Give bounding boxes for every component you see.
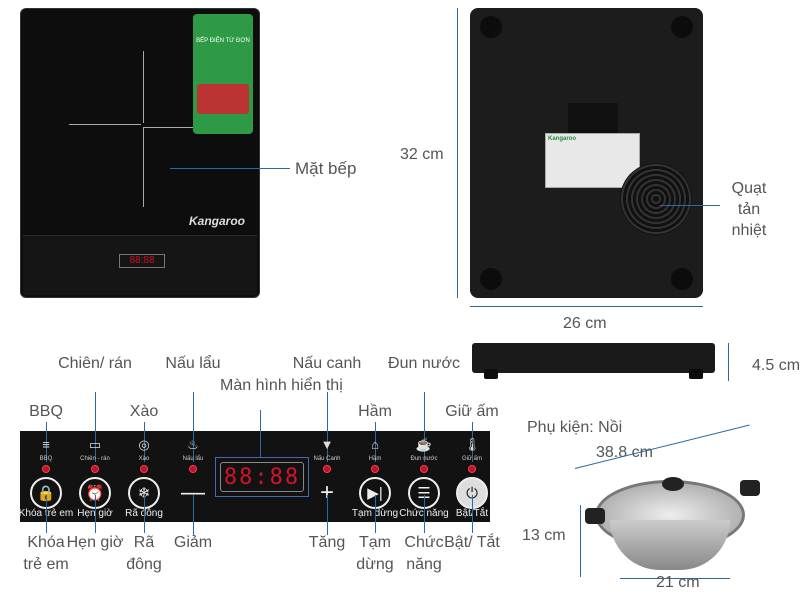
mode-label: Nấu Canh [313,456,341,462]
power-icon: ⏻ [466,484,478,502]
callout-mode: Chiên/ rán [58,355,132,372]
menu-icon: ☰ [417,485,431,502]
callout-mode: Xào [129,403,159,420]
mode-label: Xào [138,456,150,462]
mode-indicator-led [420,465,428,473]
sticker-title: BẾP ĐIỆN TỪ ĐƠN [196,38,250,44]
cooking-zone-mark [69,124,141,125]
dimension-pot-width: 38.8 cm [596,444,653,461]
lock-icon: 🔒 [36,485,56,502]
lid-knob [662,477,684,491]
callout-button: Giảm [173,534,213,551]
mini-control-panel: 88:88 [23,235,257,295]
mode-label: Giữ ấm [461,456,483,462]
mode-label: Nấu lẩu [182,456,204,462]
cooktop-side-view [472,343,715,379]
wok-icon: ◎ [138,437,150,452]
callout-mode: Giữ ấm [445,403,499,420]
callout-mode: BBQ [29,403,63,420]
callout-mode: Nấu lẩu [165,355,221,372]
mode-indicator-led [91,465,99,473]
mode-label: Chiên - rán [80,456,110,462]
pot-handle [585,508,605,524]
play-pause-icon: ▶| [367,485,383,502]
stew-pot-icon: ⌂ [371,437,379,452]
dimension-pot-height: 13 cm [522,527,566,544]
mode-indicator-led [189,465,197,473]
pot-handle [740,480,760,496]
mode-label: BBQ [39,456,53,462]
mini-display: 88:88 [119,254,165,268]
cooking-zone-mark [143,51,144,123]
mode-indicator-led [468,465,476,473]
dimension-thickness: 4.5 cm [752,357,800,374]
callout-button: Hẹn giờ [66,534,124,551]
cooling-fan-vent [620,163,692,235]
dimension-width: 26 cm [563,315,607,332]
brand-logo: Kangaroo [189,214,246,228]
pot-body [610,520,730,570]
display-screen: 88:88 [215,457,309,497]
alarm-clock-icon: ⏰ [85,485,105,502]
thermometer-icon: 🌡 [463,437,481,452]
snowflake-icon: ❄ [137,485,151,502]
plus-button[interactable]: + [311,477,343,509]
soup-bowl-icon: ▼ [320,437,334,452]
callout-button: Chức năng [404,534,444,573]
button-label: Khóa trẻ em [18,508,74,519]
callout-button: Rã đông [126,534,162,573]
mode-label: Đun nước [410,456,438,462]
cooktop-top-view: BẾP ĐIỆN TỪ ĐƠN Kangaroo 88:88 [20,8,260,298]
product-sticker: BẾP ĐIỆN TỪ ĐƠN [193,14,253,134]
mode-label: Hầm [368,456,382,462]
callout-button: Tạm dừng [356,534,394,573]
plus-icon: + [319,479,334,506]
food-image [197,84,249,114]
mode-indicator-led [140,465,148,473]
kettle-icon: ☕ [415,437,433,452]
label-cooling-fan: Quạt tản nhiệt [731,180,767,239]
dimension-height: 32 cm [400,146,444,163]
frying-pan-icon: ▭ [88,437,102,452]
spec-label: Kangaroo [545,133,640,188]
mode-indicator-led [323,465,331,473]
cooktop-bottom-view: Kangaroo [470,8,703,298]
hotpot-icon: ♨ [187,437,199,452]
button-label: Tạm dừng [351,508,399,519]
mode-indicator-led [42,465,50,473]
callout-button: Khóa trẻ em [23,534,69,573]
label-cooktop-surface: Mặt bếp [295,159,357,178]
dimension-pot-base: 21 cm [656,574,700,591]
cooking-zone-mark [143,127,144,207]
callout-button: Tăng [308,534,346,551]
callout-display: Màn hình hiển thị [220,377,343,394]
cooking-zone-mark [143,127,215,128]
callout-mode: Nấu canh [292,355,362,372]
callout-mode: Đun nước [388,355,460,372]
accessory-title: Phụ kiện: Nồi [527,419,623,436]
bbq-icon: ≡ [42,437,50,452]
callout-button: Bật/ Tắt [444,534,500,551]
callout-mode: Hầm [358,403,392,420]
button-label: Chức năng [399,508,449,519]
mode-indicator-led [371,465,379,473]
